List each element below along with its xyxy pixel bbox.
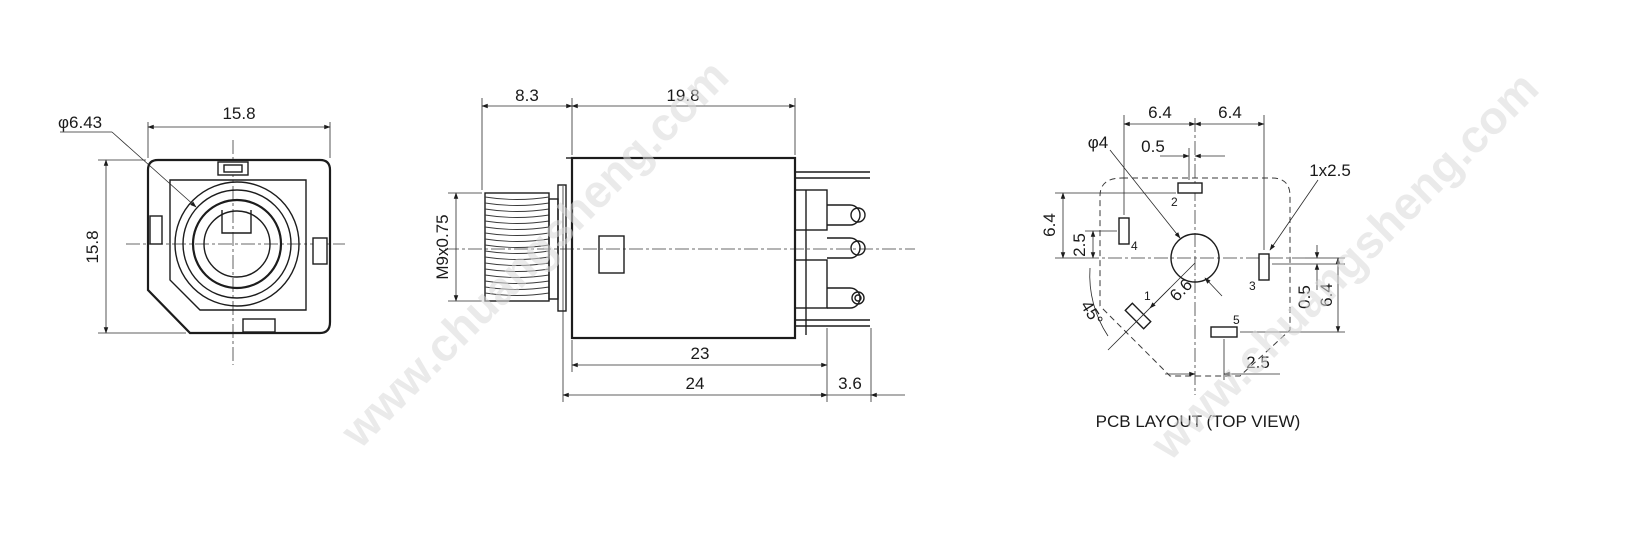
thread-line bbox=[484, 286, 550, 290]
side-body-length-label: 19.8 bbox=[666, 86, 699, 105]
pcb-radius-label: 6.6 bbox=[1166, 275, 1196, 305]
side-terminal-lower bbox=[794, 259, 828, 309]
front-body-outline bbox=[146, 158, 332, 335]
thread-line bbox=[484, 292, 550, 296]
pcb-slot-pin-4 bbox=[1118, 217, 1130, 245]
side-terminal-upper bbox=[794, 189, 828, 231]
side-23-label: 23 bbox=[691, 344, 710, 363]
pcb-pin-label-4: 4 bbox=[1131, 239, 1138, 253]
watermark-right: www.chuangsheng.com bbox=[1140, 61, 1549, 470]
pcb-pin-label-2: 2 bbox=[1171, 195, 1178, 209]
pcb-slot-pin-1 bbox=[1124, 302, 1152, 330]
pcb-layout-caption: PCB LAYOUT (TOP VIEW) bbox=[1096, 412, 1301, 431]
pcb-pin-label-1: 1 bbox=[1144, 289, 1151, 303]
pcb-bottom-2-5-label: 2.5 bbox=[1246, 353, 1270, 372]
side-solder-lug-1 bbox=[827, 204, 861, 226]
pcb-outline bbox=[1099, 177, 1291, 377]
side-lug-hole-2 bbox=[850, 240, 866, 256]
side-view: 8.3 19.8 M9x0.75 23 24 3.6 bbox=[433, 86, 915, 402]
pcb-left-6-4-label: 6.4 bbox=[1148, 103, 1172, 122]
thread-line bbox=[484, 238, 550, 242]
pcb-slot-label: 1x2.5 bbox=[1309, 161, 1351, 180]
side-lug-hole-3-inner bbox=[854, 294, 862, 302]
pcb-slot-pin-5 bbox=[1210, 326, 1238, 338]
thread-line bbox=[484, 262, 550, 266]
front-hole-leader bbox=[111, 131, 197, 208]
side-latch bbox=[598, 235, 625, 274]
pcb-right-6-4-label: 6.4 bbox=[1218, 103, 1242, 122]
thread-line bbox=[484, 208, 550, 212]
thread-line bbox=[484, 202, 550, 206]
front-contact-spring bbox=[221, 210, 252, 234]
side-thread-length-label: 8.3 bbox=[515, 86, 539, 105]
front-socket-ring bbox=[191, 198, 283, 290]
pcb-angle-label: 45° bbox=[1077, 297, 1107, 329]
side-thread-label: M9x0.75 bbox=[433, 214, 452, 279]
pcb-dim-radius-6-6 bbox=[1149, 262, 1196, 309]
pcb-offset-0-5-label: 0.5 bbox=[1141, 137, 1165, 156]
thread-line bbox=[484, 274, 550, 278]
pcb-vert-6-4-left-label: 6.4 bbox=[1040, 213, 1059, 237]
front-view: 15.8 15.8 φ6.43 bbox=[58, 104, 345, 365]
side-thread-lines bbox=[484, 196, 550, 296]
front-hole-label: φ6.43 bbox=[58, 113, 102, 132]
thread-line bbox=[484, 232, 550, 236]
front-bottom-tab bbox=[242, 318, 276, 333]
front-socket-hole bbox=[203, 210, 271, 278]
thread-line bbox=[484, 214, 550, 218]
pcb-slot-pin-3 bbox=[1258, 253, 1270, 281]
front-width-label: 15.8 bbox=[222, 104, 255, 123]
pcb-vert-6-4-right-label: 6.4 bbox=[1317, 283, 1336, 307]
pcb-vert-0-5-right-label: 0.5 bbox=[1295, 285, 1314, 309]
side-lug-hole-3 bbox=[851, 291, 865, 305]
side-flange bbox=[557, 184, 567, 312]
side-3-6-label: 3.6 bbox=[838, 374, 862, 393]
watermarks: www.chuangsheng.com www.chuangsheng.com bbox=[330, 49, 1549, 470]
side-24-label: 24 bbox=[686, 374, 705, 393]
pcb-center-hole bbox=[1170, 233, 1220, 283]
side-main-body bbox=[570, 156, 797, 340]
front-right-tab bbox=[312, 237, 328, 265]
side-solder-lug-2 bbox=[827, 237, 861, 259]
pcb-hole-leader bbox=[1109, 149, 1181, 239]
thread-line bbox=[484, 268, 550, 272]
thread-line bbox=[484, 220, 550, 224]
pcb-slot-pin-2 bbox=[1177, 182, 1203, 194]
front-nut-outer-circle bbox=[174, 181, 300, 307]
pcb-pin-label-3: 3 bbox=[1249, 279, 1256, 293]
pcb-vert-2-5-label: 2.5 bbox=[1070, 233, 1089, 257]
pcb-angle-arc bbox=[1089, 267, 1109, 337]
pcb-hole-label: φ4 bbox=[1088, 133, 1108, 152]
thread-line bbox=[484, 280, 550, 284]
front-nut-inner-circle bbox=[182, 189, 292, 299]
front-top-tab-inner bbox=[223, 164, 243, 173]
thread-line bbox=[484, 244, 550, 248]
front-left-tab bbox=[149, 215, 163, 245]
thread-line bbox=[484, 250, 550, 254]
pcb-pin-label-5: 5 bbox=[1233, 313, 1240, 327]
watermark-left: www.chuangsheng.com bbox=[330, 49, 739, 458]
pcb-radius-arrow bbox=[1204, 277, 1223, 297]
front-inner-frame bbox=[169, 179, 307, 311]
thread-line bbox=[484, 256, 550, 260]
pcb-slot-leader bbox=[1269, 179, 1319, 251]
side-solder-lug-3 bbox=[827, 287, 861, 309]
front-height-label: 15.8 bbox=[83, 230, 102, 263]
side-lug-hole-1 bbox=[850, 207, 866, 223]
thread-line bbox=[484, 226, 550, 230]
thread-line bbox=[484, 196, 550, 200]
